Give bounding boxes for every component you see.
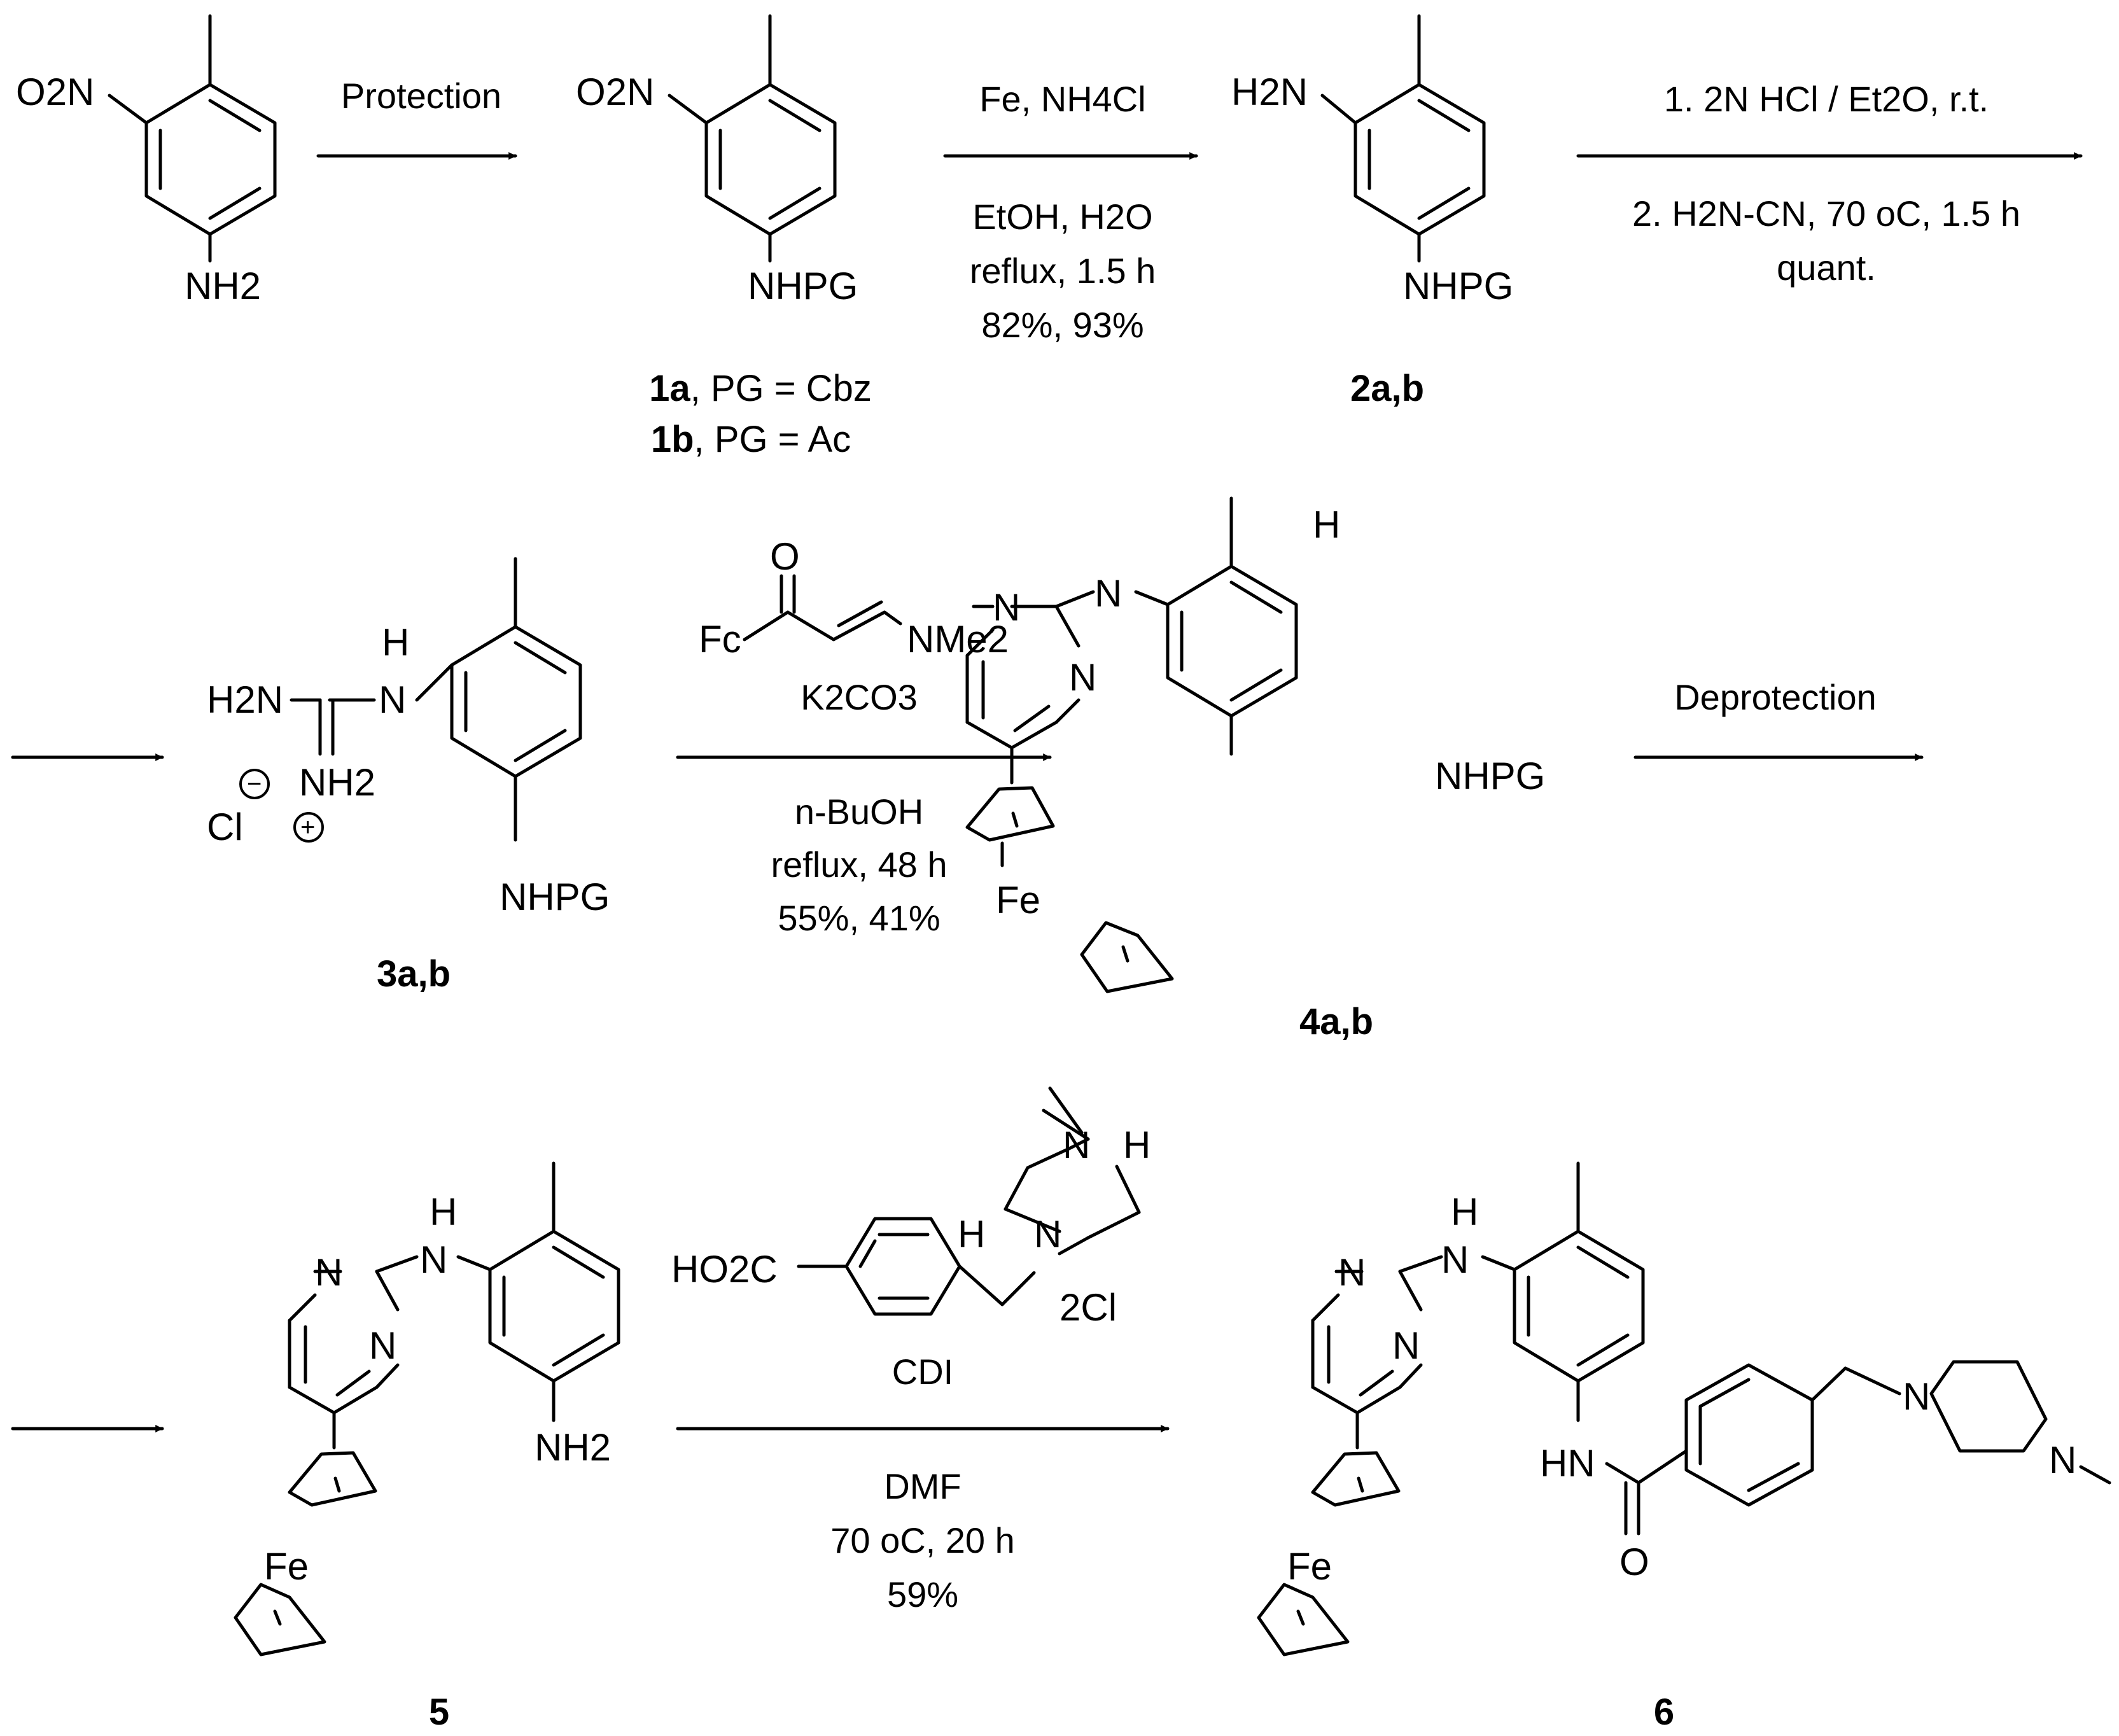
c3-structure xyxy=(239,557,582,843)
c4-n1: N xyxy=(993,586,1020,629)
c5-n2: N xyxy=(369,1324,396,1367)
start-nh2: NH2 xyxy=(185,265,261,307)
c1-label-a: 1a, PG = Cbz xyxy=(649,368,872,409)
c5-structure xyxy=(234,1161,620,1656)
step6-above-0: CDI xyxy=(892,1352,953,1392)
c3-nh2: NH2 xyxy=(299,761,375,804)
c4-nhpg: NHPG xyxy=(1435,755,1545,797)
acid-n1: N xyxy=(1034,1213,1061,1256)
step2-above-0: Fe, NH4Cl xyxy=(979,79,1145,119)
c3-cl: Cl xyxy=(207,806,243,848)
enaminone-structure xyxy=(743,574,902,641)
c3-minus-symbol: − xyxy=(247,770,262,798)
c6-fe: Fe xyxy=(1287,1545,1332,1588)
c3-h: H xyxy=(382,621,409,664)
c3-nhpg: NHPG xyxy=(500,876,610,918)
acid-ho2c: HO2C xyxy=(671,1248,778,1291)
c4-fe: Fe xyxy=(996,879,1040,921)
c4-label: 4a,b xyxy=(1299,1001,1373,1042)
c4-n2: N xyxy=(1069,656,1096,699)
c6-structure xyxy=(1257,1161,2111,1656)
c5-nh2: NH2 xyxy=(535,1426,611,1469)
c4-structure xyxy=(965,496,1298,993)
c1-benzene-ring xyxy=(668,14,837,263)
start-benzene-ring xyxy=(108,14,277,263)
step4-above-0: K2CO3 xyxy=(801,677,918,717)
c1-label-b-text: , PG = Ac xyxy=(694,419,851,460)
c6-n1: N xyxy=(1338,1251,1366,1294)
step6-below-1: 70 oC, 20 h xyxy=(830,1520,1015,1560)
step6-below-0: DMF xyxy=(884,1466,961,1506)
step6-below-2: 59% xyxy=(887,1574,958,1614)
c1-label-a-text: , PG = Cbz xyxy=(690,368,872,409)
c6-h: H xyxy=(1451,1191,1478,1233)
acid-h2: H xyxy=(1123,1124,1150,1166)
step2-below-0: EtOH, H2O xyxy=(972,197,1152,237)
c1-label-b-number: 1b xyxy=(651,419,694,460)
c3-plus-symbol: + xyxy=(300,813,315,841)
c6-n2: N xyxy=(1392,1324,1420,1367)
enaminone-fc: Fc xyxy=(699,618,741,661)
c5-fe: Fe xyxy=(264,1545,309,1588)
c3-label: 3a,b xyxy=(377,953,451,995)
acid-h-n1: H xyxy=(958,1213,985,1256)
step2-below-1: reflux, 1.5 h xyxy=(970,251,1156,291)
step3-below-0: 2. H2N-CN, 70 oC, 1.5 h xyxy=(1632,193,2020,234)
acid-n2: N xyxy=(1063,1124,1090,1166)
c1-o2n: O2N xyxy=(576,71,654,113)
step5-above-0: Deprotection xyxy=(1674,677,1877,717)
step4-below-1: reflux, 48 h xyxy=(771,844,947,885)
start-o2n: O2N xyxy=(16,71,94,113)
c2-benzene-ring xyxy=(1320,14,1486,263)
c5-h: H xyxy=(430,1191,457,1233)
c5-label: 5 xyxy=(429,1691,449,1733)
step3-above-0: 1. 2N HCl / Et2O, r.t. xyxy=(1664,79,1989,119)
c2-nhpg: NHPG xyxy=(1403,265,1513,307)
c4-h: H xyxy=(1313,503,1340,546)
c6-pip-n2: N xyxy=(2049,1439,2076,1481)
c2-label: 2a,b xyxy=(1350,368,1424,409)
c5-n1: N xyxy=(315,1251,342,1294)
c1-label-a-number: 1a xyxy=(649,368,690,409)
step3-below-1: quant. xyxy=(1777,248,1876,288)
c1-label-b: 1b, PG = Ac xyxy=(651,419,851,460)
c6-hn: HN xyxy=(1540,1442,1595,1485)
c6-o: O xyxy=(1619,1541,1649,1583)
c5-n: N xyxy=(420,1238,447,1281)
step2-below-2: 82%, 93% xyxy=(981,305,1143,345)
acid-structure xyxy=(797,1086,1141,1316)
c6-pip-n1: N xyxy=(1903,1375,1930,1418)
c3-h2n: H2N xyxy=(207,678,283,721)
enaminone-o: O xyxy=(770,535,800,578)
step4-below-2: 55%, 41% xyxy=(778,898,940,938)
c6-label: 6 xyxy=(1654,1691,1674,1733)
c1-nhpg: NHPG xyxy=(748,265,858,307)
step4-below-0: n-BuOH xyxy=(795,792,923,832)
c6-n: N xyxy=(1441,1238,1469,1281)
c4-n: N xyxy=(1094,572,1122,615)
enaminone-nme2: NMe2 xyxy=(907,618,1009,661)
step1-above-0: Protection xyxy=(341,76,501,116)
c2-h2n: H2N xyxy=(1231,71,1308,113)
c3-n: N xyxy=(379,678,406,721)
acid-counterion: 2Cl xyxy=(1060,1286,1117,1329)
